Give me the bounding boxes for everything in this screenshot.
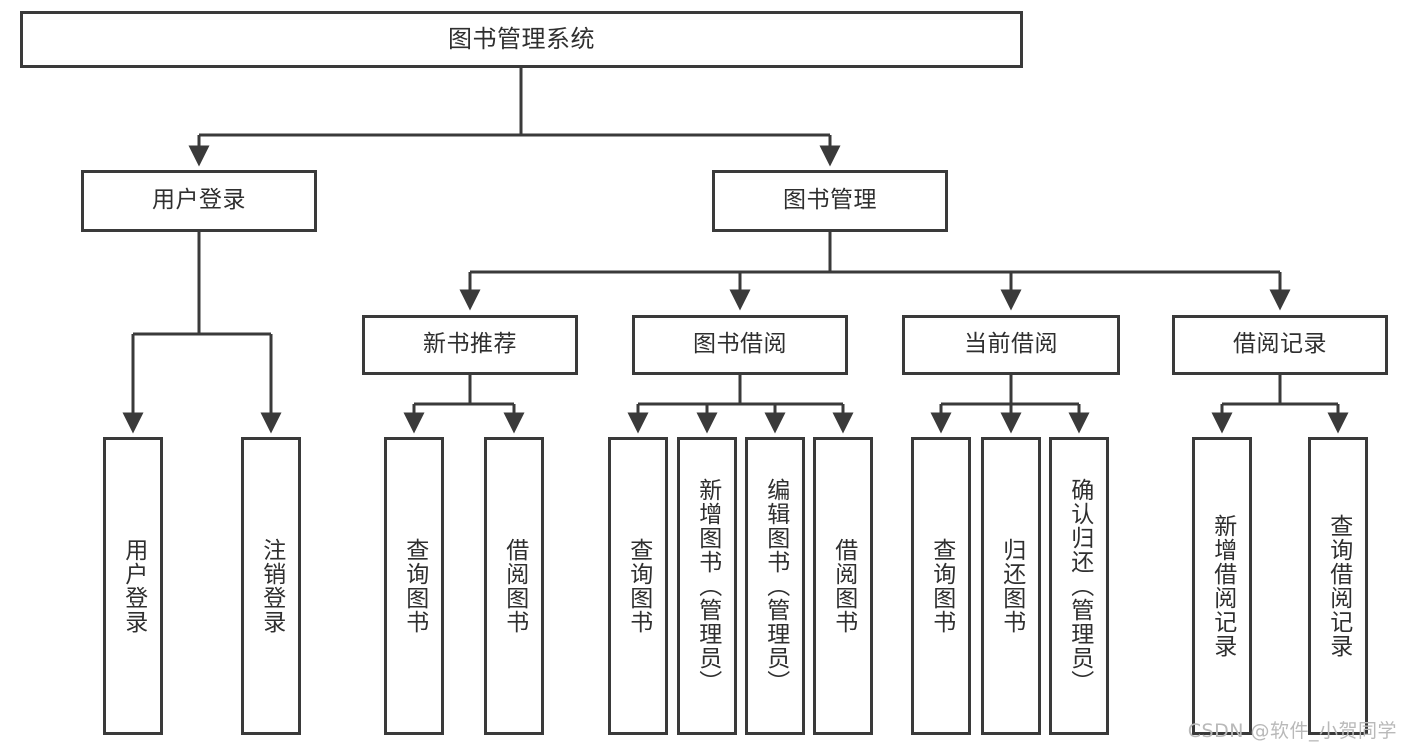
node-book-management[interactable]: 图书管理 — [712, 170, 948, 232]
leaf-book-borrow-add-book-admin[interactable]: 新增图书（管理员） — [677, 437, 737, 735]
leaf-user-login-logout[interactable]: 注销登录 — [241, 437, 301, 735]
node-label: 查询图书 — [401, 538, 428, 634]
node-label: 用户登录 — [120, 538, 147, 634]
node-label: 新增借阅记录 — [1209, 514, 1236, 658]
leaf-new-book-query-book[interactable]: 查询图书 — [384, 437, 444, 735]
node-label: 归还图书 — [998, 538, 1025, 634]
node-label: 借阅记录 — [1233, 331, 1327, 358]
leaf-book-borrow-borrow-book[interactable]: 借阅图书 — [813, 437, 873, 735]
node-current-borrow[interactable]: 当前借阅 — [902, 315, 1120, 375]
node-label: 图书管理系统 — [448, 25, 595, 54]
node-label: 用户登录 — [152, 187, 246, 214]
leaf-book-borrow-edit-book-admin[interactable]: 编辑图书（管理员） — [745, 437, 805, 735]
leaf-borrow-record-add-record[interactable]: 新增借阅记录 — [1192, 437, 1252, 735]
leaf-borrow-record-query-record[interactable]: 查询借阅记录 — [1308, 437, 1368, 735]
node-label: 查询图书 — [625, 538, 652, 634]
node-label: 查询图书 — [928, 538, 955, 634]
node-label: 图书管理 — [783, 187, 877, 214]
node-label: 编辑图书（管理员） — [762, 478, 789, 694]
node-root-book-management-system[interactable]: 图书管理系统 — [20, 11, 1023, 68]
leaf-book-borrow-query-book[interactable]: 查询图书 — [608, 437, 668, 735]
node-borrow-record[interactable]: 借阅记录 — [1172, 315, 1388, 375]
node-user-login[interactable]: 用户登录 — [81, 170, 317, 232]
node-label: 确认归还（管理员） — [1066, 478, 1093, 694]
node-label: 当前借阅 — [964, 331, 1058, 358]
watermark-text: CSDN @软件_小贺同学 — [1187, 720, 1397, 742]
node-book-borrow[interactable]: 图书借阅 — [632, 315, 848, 375]
leaf-current-borrow-query-book[interactable]: 查询图书 — [911, 437, 971, 735]
node-label: 新书推荐 — [423, 331, 517, 358]
leaf-user-login-login[interactable]: 用户登录 — [103, 437, 163, 735]
node-label: 新增图书（管理员） — [694, 478, 721, 694]
leaf-current-borrow-confirm-return-admin[interactable]: 确认归还（管理员） — [1049, 437, 1109, 735]
node-label: 借阅图书 — [501, 538, 528, 634]
node-label: 查询借阅记录 — [1325, 514, 1352, 658]
node-label: 借阅图书 — [830, 538, 857, 634]
node-label: 图书借阅 — [693, 331, 787, 358]
node-new-book-recommend[interactable]: 新书推荐 — [362, 315, 578, 375]
leaf-new-book-borrow-book[interactable]: 借阅图书 — [484, 437, 544, 735]
node-label: 注销登录 — [258, 538, 285, 634]
leaf-current-borrow-return-book[interactable]: 归还图书 — [981, 437, 1041, 735]
